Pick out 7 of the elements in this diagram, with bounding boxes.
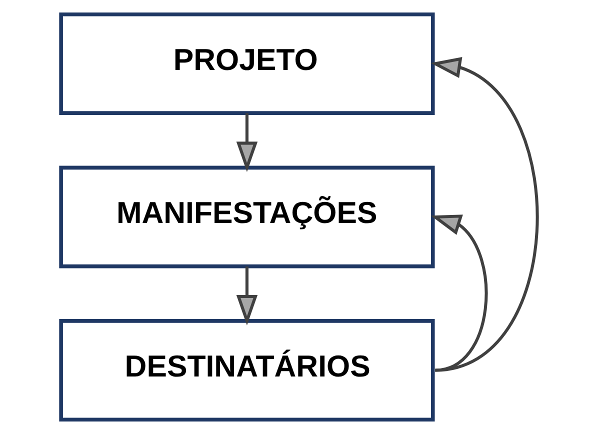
node-box: DESTINATÁRIOS: [58, 319, 434, 422]
node-box: MANIFESTAÇÕES: [58, 166, 434, 268]
arrow: [236, 266, 258, 326]
arrow: [430, 214, 488, 372]
arrow: [430, 57, 538, 372]
arrow: [236, 113, 258, 172]
node-box: PROJETO: [58, 12, 434, 115]
